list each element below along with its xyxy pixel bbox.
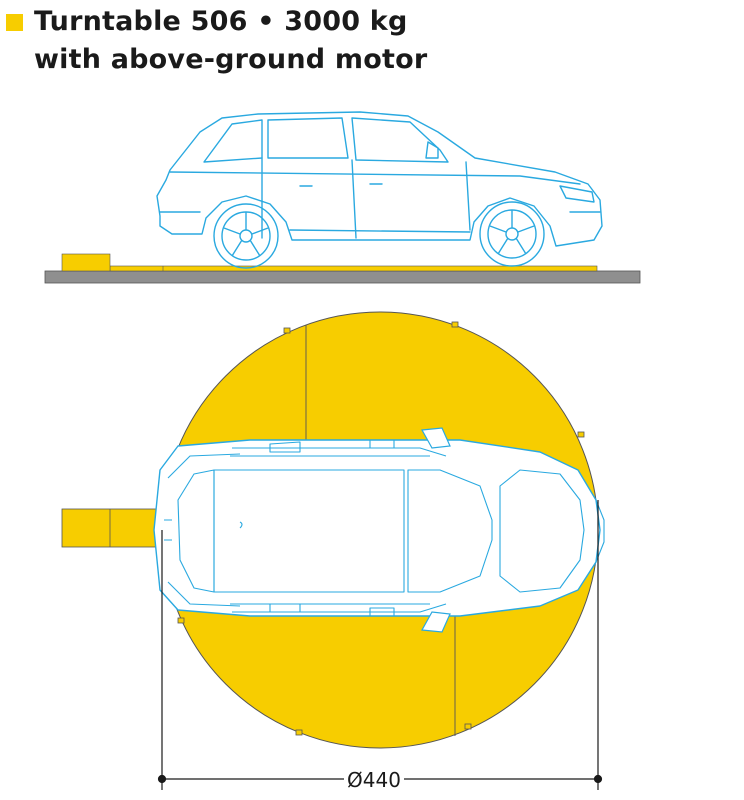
title-line-2: with above-ground motor bbox=[34, 44, 428, 75]
car-side-outline bbox=[156, 111, 603, 247]
car-top-outline bbox=[153, 439, 601, 617]
title-marker-square bbox=[6, 14, 23, 31]
motor-housing-side bbox=[61, 253, 111, 272]
diameter-label: Ø440 bbox=[344, 768, 404, 792]
car-top-details bbox=[164, 439, 605, 617]
turntable-plate-side bbox=[109, 265, 598, 272]
page-title: Turntable 506 • 3000 kg with above-groun… bbox=[34, 3, 427, 79]
side-view bbox=[44, 111, 641, 284]
disc-rim-bolts bbox=[177, 321, 585, 736]
ground-slab bbox=[44, 270, 641, 284]
car-rear-wheel bbox=[213, 203, 279, 269]
title-line-1: Turntable 506 • 3000 kg bbox=[34, 6, 408, 37]
top-view bbox=[61, 311, 605, 749]
car-mirror-left bbox=[421, 427, 451, 449]
car-front-wheel bbox=[479, 201, 545, 267]
car-mirror-right bbox=[421, 611, 451, 633]
